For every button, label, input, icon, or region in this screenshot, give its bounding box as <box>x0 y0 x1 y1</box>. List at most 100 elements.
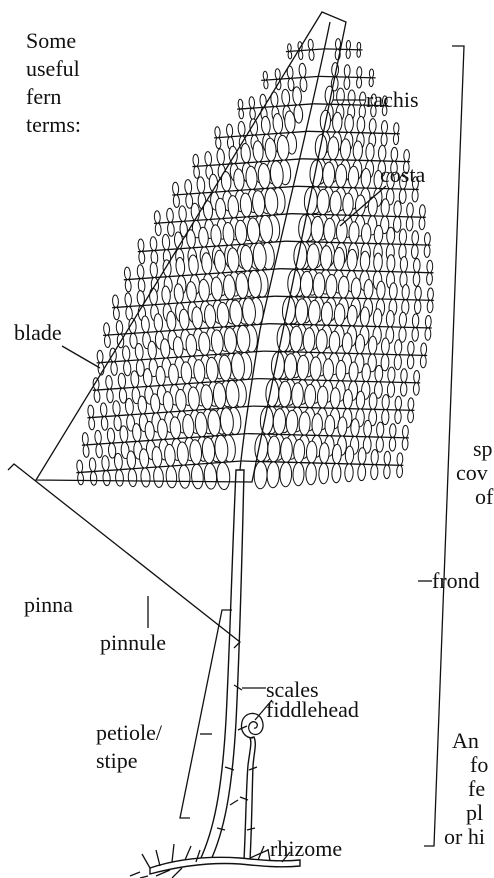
pinna-bracket <box>8 464 240 648</box>
trunc-line-5: fo <box>470 752 488 777</box>
pinnule-leaflet <box>249 119 258 136</box>
pinnule-leaflet <box>311 216 324 242</box>
pinnule-leaflet <box>397 453 403 466</box>
pinnule-leaflet <box>342 333 352 354</box>
pinnule-leaflet <box>166 311 176 331</box>
pinnule-leaflet <box>360 251 370 271</box>
pinnule-leaflet <box>193 166 199 178</box>
pinnule-leaflet <box>420 355 426 368</box>
pinnule-leaflet <box>309 50 315 61</box>
pinnule-leaflet <box>178 465 191 489</box>
pinnule-leaflet <box>399 312 407 327</box>
pinnule-leaflet <box>124 267 131 280</box>
pinnule-leaflet <box>193 154 199 166</box>
pinnule-leaflet <box>122 346 130 361</box>
pinnule-leaflet <box>306 441 317 463</box>
pinnule-leaflet <box>356 77 361 88</box>
pinnule-leaflet <box>76 460 83 473</box>
pinnule-leaflet <box>413 258 420 272</box>
pinnule-leaflet <box>330 191 342 215</box>
trunc-line-2: cov <box>456 460 488 485</box>
pinnule-leaflet <box>249 97 255 109</box>
pinnule-leaflet <box>413 272 420 286</box>
pinnule-leaflet <box>328 137 339 160</box>
pinnule-leaflet <box>346 49 350 58</box>
pinnule-leaflet <box>427 300 433 313</box>
pinnule-leaflet <box>427 288 433 301</box>
pinnule-leaflet <box>369 119 376 134</box>
pinnule-leaflet <box>215 137 221 148</box>
pinnule-leaflet <box>287 44 291 52</box>
pinnule-leaflet <box>308 300 320 325</box>
pinnule-leaflet <box>141 316 150 333</box>
pinnule-leaflet <box>115 469 124 486</box>
pinnule-leaflet <box>325 415 335 436</box>
pinnule-leaflet <box>173 195 180 208</box>
frond-bracket <box>424 46 464 846</box>
pinnule-leaflet <box>252 141 263 163</box>
pinnule-leaflet <box>414 300 421 314</box>
pinnule-leaflet <box>203 463 217 490</box>
pinnule-leaflet <box>345 446 354 464</box>
pinnule-leaflet <box>391 147 398 161</box>
pinnule-leaflet <box>361 168 371 188</box>
pinnule-leaflet <box>336 360 346 381</box>
pinnule-leaflet <box>267 436 280 462</box>
pinnule-leaflet <box>338 417 347 436</box>
pinnule-leaflet <box>388 367 396 382</box>
pinnule-leaflet <box>263 71 268 80</box>
pinnule-leaflet <box>128 469 138 487</box>
pinnule-leaflet <box>280 462 292 487</box>
pinnule-leaflet <box>238 99 243 109</box>
pinnule-leaflet <box>112 400 120 415</box>
pinnule-leaflet <box>362 364 371 382</box>
pinnule-leaflet <box>394 201 402 217</box>
pinnule-leaflet <box>369 69 373 78</box>
pinnule-leaflet <box>393 217 401 233</box>
pinnule-leaflet <box>300 77 308 92</box>
pinnule-leaflet <box>408 398 414 411</box>
title-line-1: Some <box>26 28 76 53</box>
pinnule-leaflet <box>137 264 145 278</box>
pinnule-leaflet <box>425 328 431 341</box>
pinnule-leaflet <box>332 463 341 482</box>
pinnule-leaflet <box>415 286 422 300</box>
trunc-line-8: or hi <box>444 824 485 849</box>
pinnule-leaflet <box>419 217 425 230</box>
pinnule-leaflet <box>138 239 145 252</box>
pinnule-leaflet <box>250 108 256 120</box>
pinnule-leaflet <box>334 304 345 326</box>
pinnule-leaflet <box>371 465 379 480</box>
label-pinnule: pinnule <box>100 630 166 655</box>
pinnule-leaflet <box>335 164 347 187</box>
pinnule-leaflet <box>343 193 354 215</box>
pinnule-leaflet <box>368 336 377 354</box>
pinnule-leaflet <box>332 112 342 132</box>
pinnule-leaflet <box>112 295 119 308</box>
pinnule-leaflet <box>93 378 100 391</box>
truncated-caption-lower: An fo fe pl or hi <box>444 728 488 849</box>
fiddlehead-spiral <box>241 713 263 738</box>
pinnule-leaflet <box>104 335 111 348</box>
pinnule-leaflet <box>387 255 395 272</box>
pinnule-leaflet <box>346 40 350 49</box>
pinnule-leaflet <box>338 276 349 298</box>
pinnule-leaflet <box>293 439 305 462</box>
pinnule-leaflet <box>393 134 398 145</box>
pinnule-leaflet <box>82 432 89 445</box>
pinnule-leaflet <box>394 123 399 134</box>
pinnule-leaflet <box>197 177 206 194</box>
pinnule-leaflet <box>119 426 128 443</box>
pinnule-leaflet <box>288 78 295 91</box>
pinnule-leaflet <box>343 389 352 408</box>
pinnule-leaflet <box>389 437 396 451</box>
pinnule-leaflet <box>272 113 283 133</box>
pinnule-leaflet <box>110 362 117 376</box>
pinnule-leaflet <box>191 464 204 489</box>
pinnule-leaflet <box>404 150 410 162</box>
pinnule-leaflet <box>319 463 329 484</box>
pinnule-leaflet <box>397 465 403 478</box>
pinnule-leaflet <box>113 307 120 320</box>
pinnule-leaflet <box>353 141 363 160</box>
pinnule-leaflet <box>284 353 297 379</box>
